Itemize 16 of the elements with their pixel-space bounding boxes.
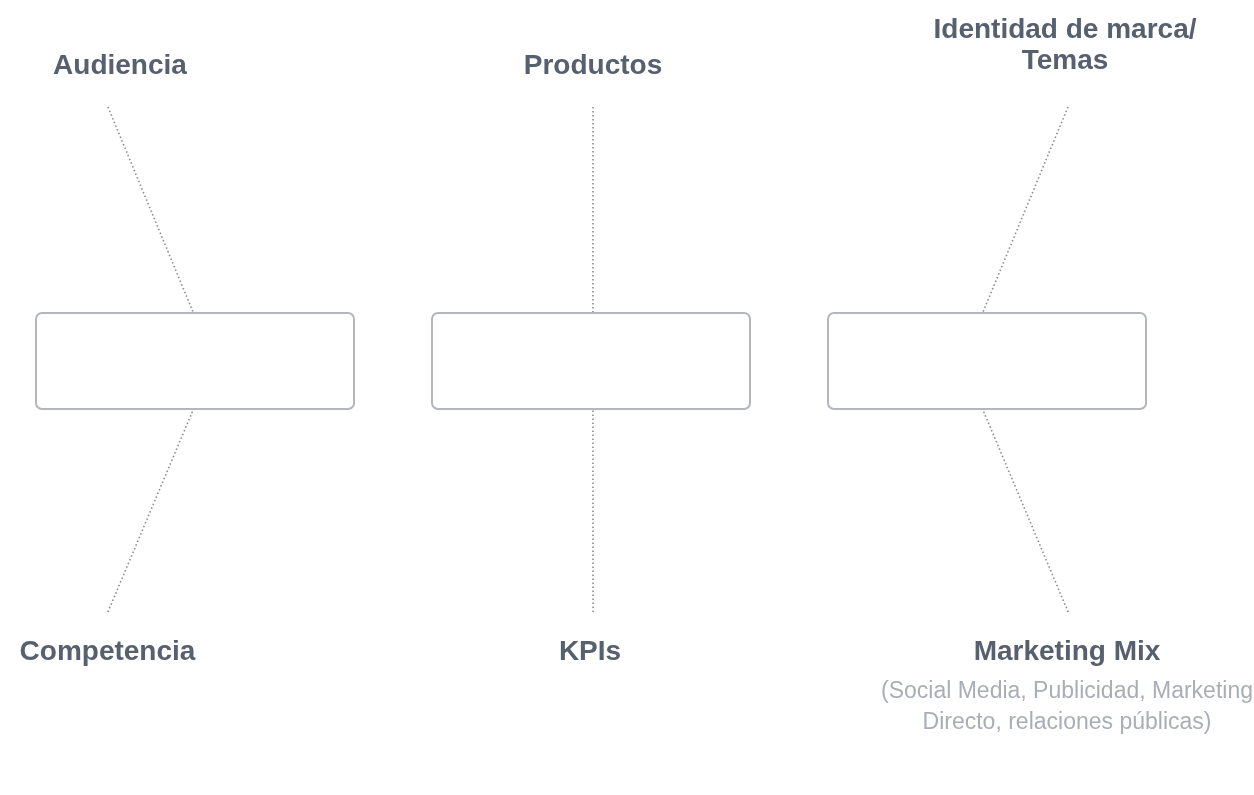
- dotted-connector: [592, 409, 594, 613]
- heading-label: KPIs: [558, 636, 622, 667]
- empty-box: [827, 312, 1147, 410]
- heading-label: Audiencia: [53, 50, 187, 81]
- heading-label: Productos: [523, 50, 663, 81]
- description-text: (Social Media, Publicidad, Marketing Directo, relaciones públicas): [880, 675, 1254, 736]
- dotted-connector: [107, 409, 194, 613]
- heading-label: Competencia: [19, 636, 196, 667]
- dotted-connector: [592, 106, 594, 313]
- heading-label: Identidad de marca/ Temas: [932, 14, 1198, 76]
- empty-box: [35, 312, 355, 410]
- dotted-connector: [982, 106, 1069, 313]
- dotted-connector: [982, 409, 1069, 613]
- heading-label: Marketing Mix: [973, 636, 1161, 667]
- empty-box: [431, 312, 751, 410]
- dotted-connector: [107, 106, 194, 313]
